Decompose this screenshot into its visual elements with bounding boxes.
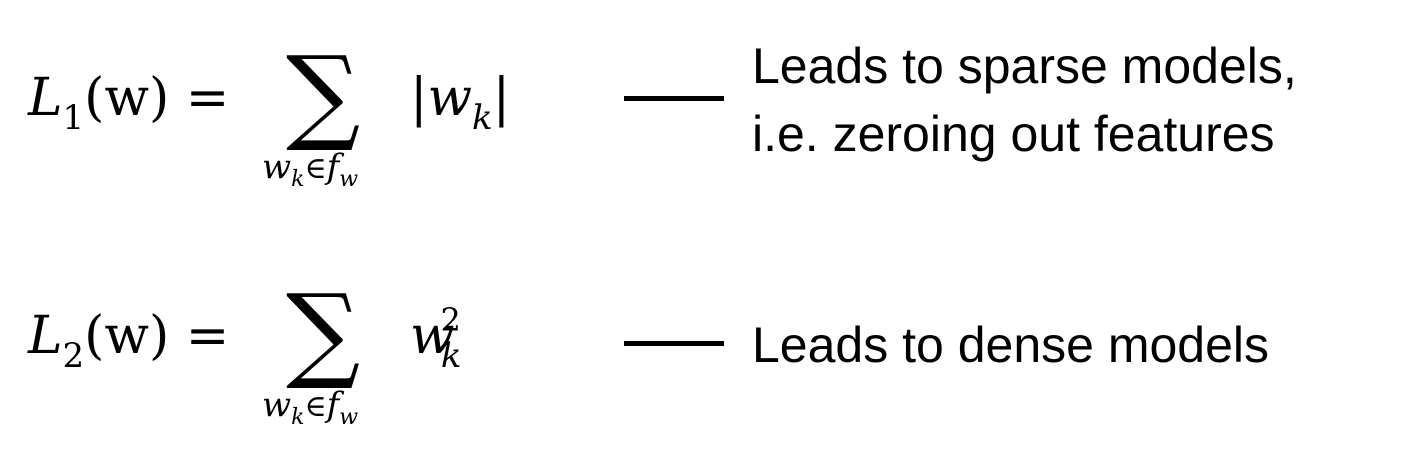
l2-argument: (w): [84, 306, 170, 366]
l2-description: Leads to dense models: [752, 311, 1269, 379]
l2-index-set: f: [326, 385, 340, 425]
l2-row: L2(w) = ∑ wk∈fw w2k Leads to dense model…: [0, 228, 1410, 457]
l1-index-set: f: [326, 147, 340, 187]
l1-index-set-sub: w: [339, 167, 359, 192]
l2-sum-symbol: ∑: [286, 271, 361, 393]
l2-index-set-sub: w: [339, 405, 359, 430]
l1-term-var: w: [427, 68, 473, 128]
l1-sum-symbol: ∑: [286, 33, 361, 155]
l1-lhs: L1(w) =: [28, 72, 229, 135]
l1-description: Leads to sparse models, i.e. zeroing out…: [752, 32, 1297, 168]
l1-argument: (w): [84, 68, 170, 128]
l2-subscript: 2: [62, 336, 85, 376]
l2-index-var-sub: k: [291, 405, 305, 430]
l2-index-in: ∈: [304, 389, 327, 424]
l1-abs-left: |: [410, 68, 428, 128]
l2-lhs: L2(w) =: [28, 310, 229, 373]
l1-subscript: 1: [62, 98, 85, 138]
l2-term: w2k: [410, 304, 461, 373]
l1-term-sub: k: [472, 98, 493, 138]
l2-term-var: w: [410, 306, 455, 366]
l1-sum-index: wk∈fw: [262, 147, 358, 191]
l1-index-var: w: [262, 147, 292, 187]
l2-description-line: Leads to dense models: [752, 317, 1270, 373]
l1-term: |wk|: [410, 72, 510, 135]
l1-abs-right: |: [492, 68, 511, 128]
l1-description-line: i.e. zeroing out features: [752, 106, 1275, 162]
l2-equals: =: [185, 306, 230, 366]
l1-description-line: Leads to sparse models,: [752, 38, 1297, 94]
l1-row: L1(w) = ∑ wk∈fw |wk| Leads to sparse mod…: [0, 0, 1410, 228]
l2-symbol: L: [28, 306, 63, 366]
l2-term-sub: k: [440, 336, 462, 376]
l2-connector-line: [624, 341, 724, 346]
l1-equals: =: [185, 68, 230, 128]
l1-index-var-sub: k: [291, 167, 305, 192]
l2-term-sup: 2: [440, 301, 461, 339]
l1-connector-line: [624, 96, 724, 101]
l2-index-var: w: [262, 385, 292, 425]
l2-sum-index: wk∈fw: [262, 385, 358, 429]
l1-symbol: L: [28, 68, 63, 128]
l1-index-in: ∈: [304, 151, 327, 186]
